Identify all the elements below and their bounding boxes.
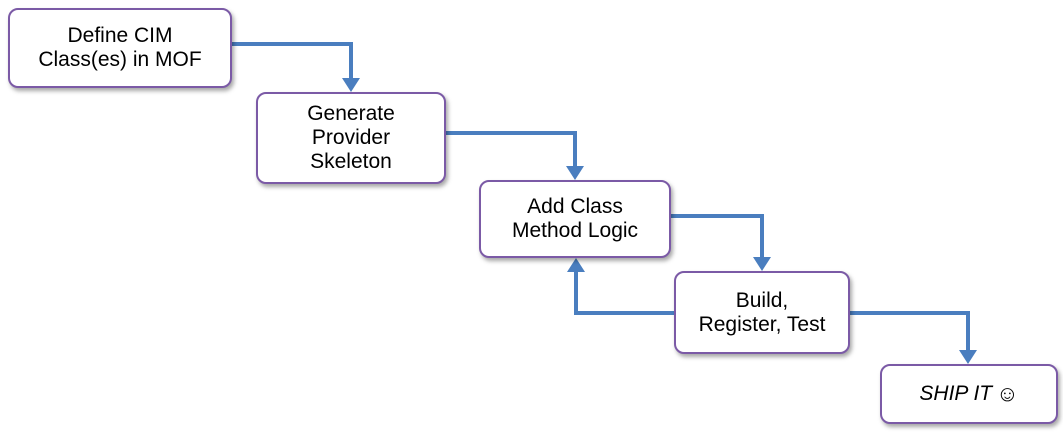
connector-generate-to-add: [446, 131, 577, 172]
arrowhead-define-to-generate: [342, 78, 360, 92]
arrowhead-build-to-add: [567, 258, 585, 272]
connector-define-to-generate: [232, 42, 353, 84]
arrowhead-generate-to-add: [566, 166, 584, 180]
connector-build-to-add: [574, 266, 674, 315]
step-label: Define CIM Class(es) in MOF: [38, 24, 202, 71]
step-label: Add Class Method Logic: [511, 195, 639, 242]
arrowhead-build-to-ship: [959, 350, 977, 364]
step-ship-it: SHIP IT ☺: [880, 364, 1058, 424]
step-add-method-logic: Add Class Method Logic: [479, 180, 671, 258]
connector-add-to-build: [671, 214, 764, 263]
step-label: Generate Provider Skeleton: [307, 102, 395, 173]
connector-build-to-ship: [850, 311, 970, 356]
step-label: Build, Register, Test: [698, 288, 826, 336]
step-generate-provider-skeleton: Generate Provider Skeleton: [256, 92, 446, 184]
smiley-icon: ☺: [996, 381, 1019, 406]
step-define-cim-classes: Define CIM Class(es) in MOF: [8, 8, 232, 88]
step-build-register-test: Build, Register, Test: [674, 271, 850, 354]
step-label: SHIP IT: [919, 382, 993, 405]
arrowhead-add-to-build: [753, 257, 771, 271]
